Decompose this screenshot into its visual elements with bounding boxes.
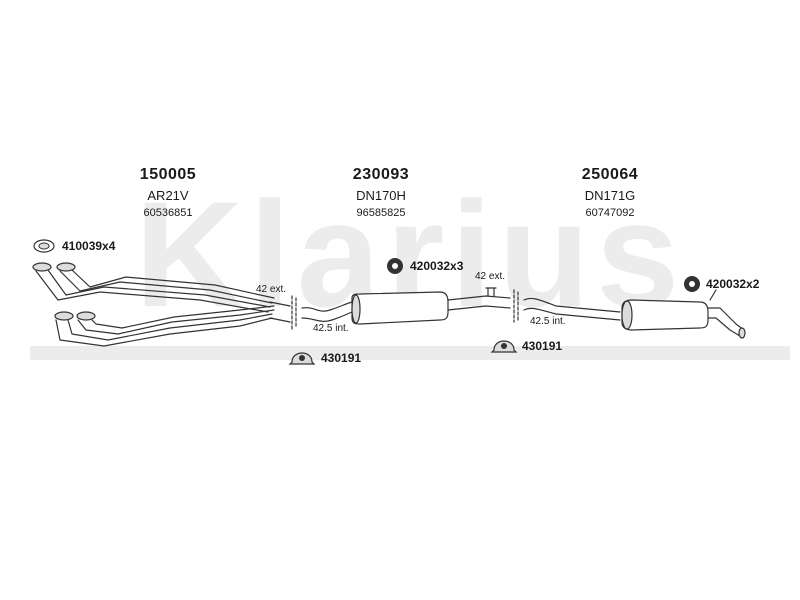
- rear-inlet-pipe: [523, 297, 621, 313]
- part-number: 250064: [581, 166, 639, 183]
- part-reference: 60536851: [143, 207, 193, 219]
- part-reference: 96585825: [356, 207, 406, 219]
- rubber-mount-label: 420032x2: [706, 277, 760, 291]
- dimension-internal-label: 42.5 int.: [530, 316, 566, 327]
- centre-outlet-pipe: [447, 295, 511, 311]
- rubber-mount-icon: [684, 276, 700, 292]
- centre-inlet-pipe: [301, 301, 353, 312]
- clamp-icon: [490, 340, 518, 353]
- hanger-bracket: [485, 287, 497, 297]
- dimension-internal-label: 42.5 int.: [313, 323, 349, 334]
- dimension-external-label: 42 ext.: [256, 284, 287, 295]
- rubber-mount-label: 420032x3: [410, 259, 464, 273]
- part-number: 150005: [139, 166, 197, 183]
- part-block-front-pipe: 150005 AR21V 60536851: [93, 166, 243, 219]
- joint-marker: [291, 295, 297, 331]
- centre-silencer-body: [351, 291, 449, 325]
- gasket-icon: [33, 239, 55, 253]
- gasket-label: 410039x4: [62, 239, 116, 253]
- part-block-centre-silencer: 230093 DN170H 96585825: [306, 166, 456, 219]
- part-code: DN171G: [584, 188, 636, 203]
- front-pipe-upper-branches: [32, 262, 275, 313]
- clamp-label: 430191: [522, 339, 563, 353]
- part-reference: 60747092: [585, 207, 635, 219]
- rubber-mount-icon: [387, 258, 403, 274]
- clamp-label: 430191: [321, 351, 362, 365]
- part-code: DN170H: [356, 188, 406, 203]
- rear-silencer-body: [621, 299, 709, 331]
- clamp-icon: [288, 352, 316, 365]
- part-block-rear-silencer: 250064 DN171G 60747092: [535, 166, 685, 219]
- part-code: AR21V: [147, 188, 189, 203]
- joint-marker: [513, 289, 519, 323]
- tailpipe: [707, 307, 745, 337]
- front-pipe-outlet: [269, 301, 291, 323]
- hanger-pin: [709, 289, 717, 301]
- front-pipe-lower-branches: [54, 305, 275, 347]
- dimension-external-label: 42 ext.: [475, 271, 506, 282]
- part-number: 230093: [352, 166, 410, 183]
